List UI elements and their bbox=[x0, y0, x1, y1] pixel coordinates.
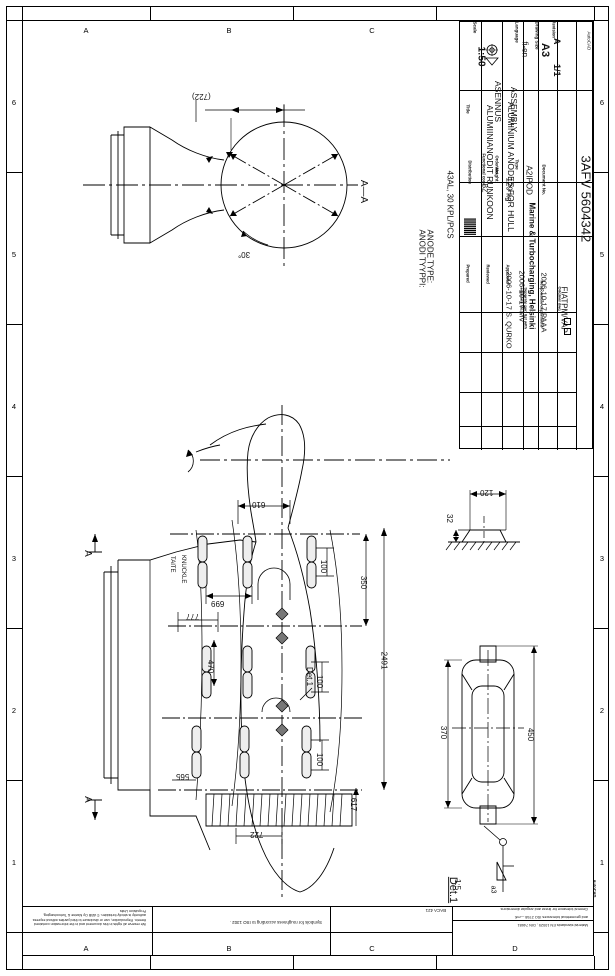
reviewed-label: Reviewed bbox=[485, 264, 491, 284]
weld-symbol-label: a3 bbox=[489, 885, 497, 894]
section-mark-top: A bbox=[81, 550, 93, 557]
dim-100-mid: 100 bbox=[315, 674, 325, 689]
type-label: Type bbox=[514, 159, 520, 170]
document-no-value: 3AFV 5604342 bbox=[578, 155, 594, 243]
zone-label-bottom-b: B bbox=[226, 944, 232, 953]
separate-part-list-label: Separate part list with separate No. bbox=[519, 287, 529, 329]
dim-anode-450: 450 bbox=[526, 727, 536, 742]
language-label: Language bbox=[514, 21, 520, 43]
standard-code: BACA 421 bbox=[425, 908, 446, 913]
tolerance-note-1: General tolerance for linear and angular… bbox=[500, 906, 588, 911]
detail-callout-label: Det.1 bbox=[305, 666, 315, 687]
knuckle-label-fi: TAITE bbox=[169, 556, 175, 573]
zone-label-right-4: 4 bbox=[599, 402, 605, 411]
checkbox-1[interactable] bbox=[564, 318, 571, 325]
dim-669: 669 bbox=[211, 600, 225, 609]
dim-section-722: (722) bbox=[192, 92, 211, 101]
language-value: fi-en bbox=[520, 41, 530, 58]
distribution-label: Distribution bbox=[467, 160, 473, 185]
dim-anode-370: 370 bbox=[439, 725, 449, 740]
zone-label-left-2: 2 bbox=[11, 706, 17, 715]
title-label: Title bbox=[465, 104, 471, 114]
functional-code-value: BZ bbox=[480, 183, 488, 193]
order-no-label: Order No. bbox=[494, 155, 500, 175]
dim-100-upper: 100 bbox=[319, 559, 329, 574]
zone-label-top-b: B bbox=[226, 26, 232, 35]
cad-system-label: AutoCAD bbox=[586, 31, 592, 51]
detail-scale: 1:5 bbox=[453, 878, 463, 891]
roughness-note: Symbols for roughness according to ISO 1… bbox=[229, 920, 322, 925]
company-line: Marine & Turbocharging, Helsinki bbox=[527, 202, 537, 330]
zone-label-right-2: 2 bbox=[599, 706, 605, 715]
zone-label-right-3: 3 bbox=[599, 554, 605, 563]
sheet-value: 1/1 bbox=[552, 64, 562, 77]
zone-label-right-1: 1 bbox=[599, 858, 605, 867]
dim-565: 565 bbox=[176, 772, 190, 781]
anode-type-en: ANODE TYPE: bbox=[425, 229, 435, 284]
zone-label-left-4: 4 bbox=[11, 402, 17, 411]
zone-label-left-5: 5 bbox=[11, 250, 17, 259]
zone-label-bottom-d: D bbox=[512, 944, 518, 953]
responsible-dept-label: Responsible department bbox=[539, 280, 545, 328]
anode-type-value: 43AL, 30 KPL/PCS bbox=[445, 170, 455, 239]
drawing-size-value: A3 bbox=[539, 43, 551, 58]
section-mark-bottom: A bbox=[81, 796, 93, 803]
dim-350: 350 bbox=[359, 575, 369, 590]
title-block: Scale 1:50 Language fi-en Drawing Size A… bbox=[459, 21, 594, 450]
projection-symbol-icon bbox=[482, 44, 502, 66]
dim-2491: 2491 bbox=[379, 651, 389, 670]
zone-label-left-3: 3 bbox=[11, 554, 17, 563]
checkbox-2[interactable] bbox=[564, 328, 571, 335]
sheet-border-inner bbox=[22, 20, 594, 956]
dim-100-lower: 100 bbox=[315, 752, 325, 767]
knuckle-label-en: KNUCKLE bbox=[180, 555, 186, 584]
sheet-tag: AutoCAD bbox=[592, 879, 598, 898]
zone-label-left-6: 6 bbox=[11, 98, 17, 107]
zone-label-top-c: C bbox=[369, 26, 375, 35]
weight-value: 129 kg bbox=[504, 177, 514, 202]
original-dwg-label: Original dwg bbox=[557, 286, 563, 311]
tolerance-note-2: and geometrical tolerances ISO 2768 —mK bbox=[514, 914, 588, 919]
notes-block bbox=[22, 906, 594, 956]
dim-617: 617 bbox=[349, 797, 359, 812]
zone-label-left-1: 1 bbox=[11, 858, 17, 867]
dim-section-angle: 30° bbox=[238, 250, 251, 259]
sheet-border-outer bbox=[6, 6, 609, 970]
dim-pad-32: 32 bbox=[444, 514, 454, 523]
document-no-label: Document No. bbox=[541, 164, 547, 196]
copyright-note: We reserve all rights in this document a… bbox=[32, 908, 146, 926]
zone-label-right-5: 5 bbox=[599, 250, 605, 259]
dim-pad-120: 120 bbox=[480, 488, 494, 497]
tolerance-note-3: Material standards EN 10025 , DIN 74681 bbox=[517, 922, 589, 927]
dim-777: 777 bbox=[186, 612, 200, 621]
abb-logo-icon bbox=[461, 218, 479, 235]
dim-722: 722 bbox=[250, 830, 264, 839]
dim-610: 610 bbox=[252, 500, 266, 509]
zone-label-bottom-c: C bbox=[369, 944, 375, 953]
dim-470: 470 bbox=[206, 659, 216, 674]
section-label-aa: A—A bbox=[358, 179, 370, 204]
approved-label: Approved bbox=[505, 264, 511, 285]
zone-label-bottom-a: A bbox=[83, 944, 89, 953]
zone-label-top-a: A bbox=[83, 26, 89, 35]
prepared-label: Prepared bbox=[465, 264, 471, 283]
zone-label-right-6: 6 bbox=[599, 98, 605, 107]
